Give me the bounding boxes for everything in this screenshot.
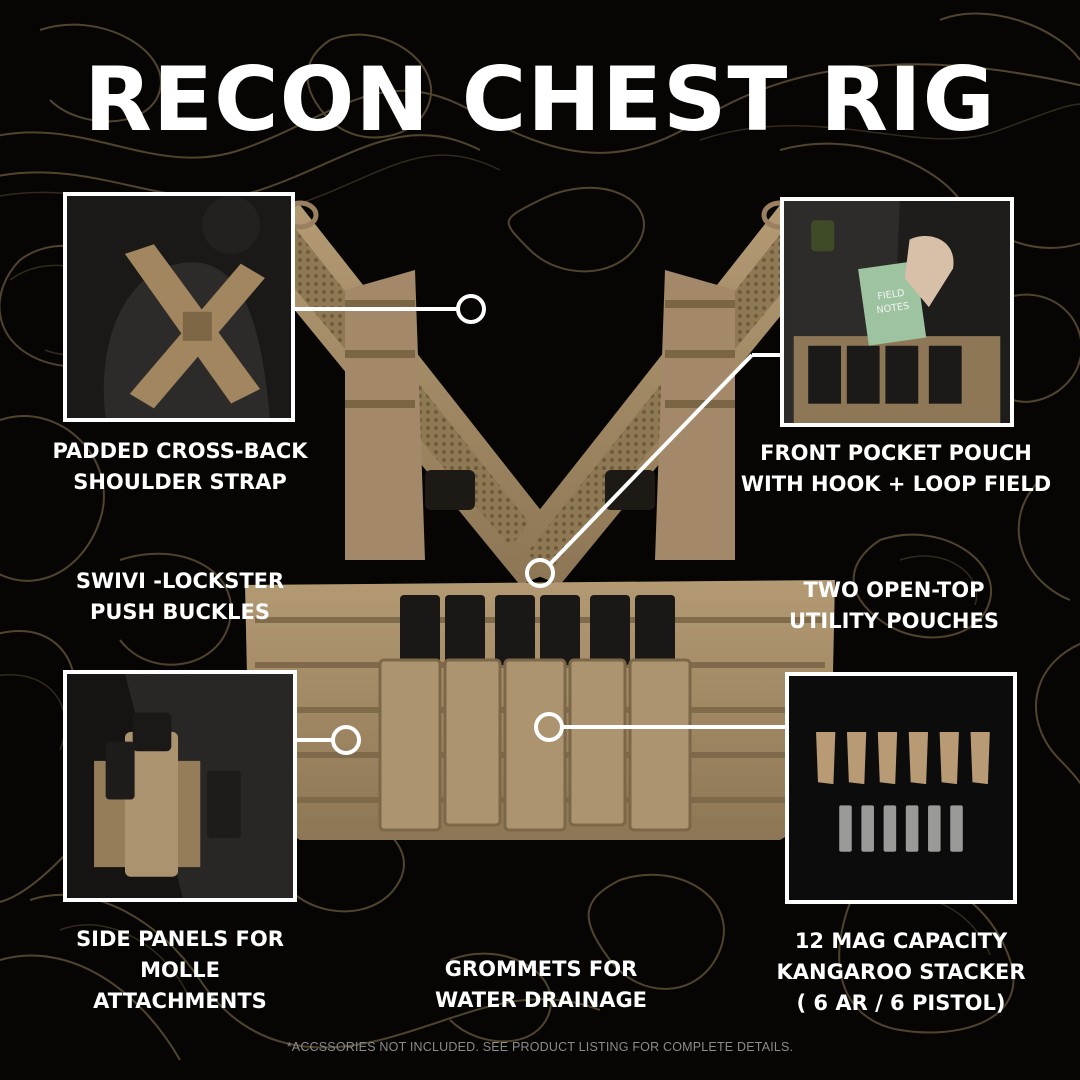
mag-capacity-label: 12 MAG CAPACITY KANGAROO STACKER ( 6 AR …: [776, 929, 1026, 1015]
shoulder-strap-marker: [456, 294, 486, 324]
side-panels-photo: [63, 670, 297, 902]
shoulder-strap-photo: [63, 192, 295, 422]
shoulder-strap-label: PADDED CROSS-BACK SHOULDER STRAP: [52, 439, 308, 494]
front-pocket-photo: FIELD NOTES: [780, 197, 1014, 427]
front-pocket-label: FRONT POCKET POUCH WITH HOOK + LOOP FIEL…: [740, 441, 1052, 496]
field-notes-text: FIELD: [877, 288, 906, 303]
page-title: RECON CHEST RIG: [84, 48, 996, 151]
side-panels-image: [67, 674, 293, 898]
magazines: [400, 595, 675, 665]
utility-pouches-label: TWO OPEN-TOP UTILITY POUCHES: [789, 578, 999, 633]
magazines-image: [789, 676, 1013, 900]
front-pocket-image: FIELD NOTES: [784, 201, 1010, 423]
mag-pouches: [378, 658, 692, 832]
side-panels-label: SIDE PANELS FOR MOLLE ATTACHMENTS: [76, 927, 284, 1013]
buckles: [425, 470, 655, 510]
mag-capacity-photo: [785, 672, 1017, 904]
front-pocket-marker: [525, 558, 555, 588]
shoulder-strap-image: [67, 196, 291, 418]
side-panels-marker: [331, 725, 361, 755]
disclaimer-footnote: *ACCSSORIES NOT INCLUDED. SEE PRODUCT LI…: [286, 1040, 794, 1054]
buckles-label: SWIVI -LOCKSTER PUSH BUCKLES: [75, 569, 285, 624]
mag-capacity-marker: [534, 712, 564, 742]
field-notes-text-2: NOTES: [876, 301, 910, 316]
grommets-label: GROMMETS FOR WATER DRAINAGE: [434, 957, 648, 1012]
